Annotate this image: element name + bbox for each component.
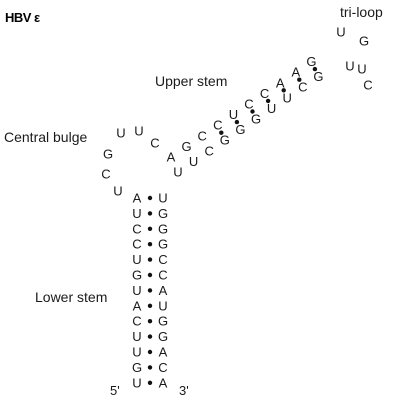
upper-stem-nt-left: U (229, 107, 238, 122)
three-prime-label: 3' (179, 383, 189, 398)
upper-stem-label: Upper stem (155, 73, 227, 89)
lower-stem-nt-left: C (132, 314, 141, 329)
lower-stem-nt-right: U (158, 298, 167, 313)
base-pair-dot (147, 319, 153, 324)
upper-stem-nt-right: U (173, 165, 182, 180)
base-pair-dot (147, 365, 153, 370)
lower-stem-nt-right: G (158, 329, 168, 344)
upper-stem-nt-right: C (205, 143, 214, 158)
base-pair-dot (147, 226, 153, 231)
tri-loop-label: tri-loop (340, 4, 383, 20)
upper-stem-nt-right: G (235, 122, 245, 137)
upper-stem-nt-left: A (167, 150, 176, 165)
base-pair-dot (219, 130, 224, 135)
base-pair-dot (147, 349, 153, 355)
bulge-nt: U (113, 184, 122, 199)
base-pair-dot (147, 334, 153, 339)
base-pair-dot (147, 211, 153, 216)
lower-stem-nt-left: C (132, 237, 141, 252)
upper-stem-nt-right: U (283, 90, 292, 105)
upper-right-nt: U (345, 59, 354, 74)
tri-loop-nt: U (336, 25, 345, 40)
upper-stem-nt-right: G (251, 112, 261, 127)
base-pair-dot (297, 77, 302, 82)
base-pair-dot (147, 288, 153, 293)
lower-stem-nt-left: C (132, 221, 141, 236)
upper-stem-nt-left: G (306, 54, 316, 69)
base-pair-dot (147, 242, 153, 247)
upper-stem-nt-left: C (260, 86, 269, 101)
five-prime-label: 5' (110, 383, 120, 398)
base-pair-dot (147, 272, 153, 278)
lower-stem-nt-right: C (158, 252, 167, 267)
lower-stem-nt-right: G (158, 221, 168, 236)
central-bulge-label: Central bulge (4, 129, 87, 145)
base-pair-dot (250, 109, 255, 114)
lower-stem-nt-left: A (133, 191, 142, 206)
base-pair-dot (312, 66, 318, 72)
lower-stem-nt-right: G (158, 314, 168, 329)
lower-stem-nt-left: U (132, 283, 141, 298)
upper-right-nt: C (363, 78, 372, 93)
lower-stem-nt-left: U (132, 206, 141, 221)
lower-stem-nt-left: U (132, 252, 141, 267)
base-pair-dot (234, 119, 240, 125)
figure-title: HBV ε (5, 10, 40, 25)
lower-stem-nt-right: A (159, 375, 168, 390)
upper-stem-nt-right: U (189, 154, 198, 169)
lower-stem-label: Lower stem (35, 289, 107, 305)
upper-stem-nt-right: G (220, 133, 230, 148)
base-pair-dot (147, 195, 153, 201)
bulge-nt: C (101, 167, 110, 182)
upper-stem-nt-right: U (267, 101, 276, 116)
upper-stem-nt-left: G (182, 139, 192, 154)
lower-stem-nt-left: G (132, 268, 142, 283)
lower-stem-nt-right: C (158, 360, 167, 375)
bulge-nt: G (103, 147, 113, 162)
lower-stem-nt-right: A (159, 345, 168, 360)
upper-stem-nt-left: C (198, 128, 207, 143)
lower-stem-nt-left: U (132, 375, 141, 390)
tri-loop-nt: G (359, 34, 369, 49)
upper-stem-nt-right: G (313, 69, 323, 84)
lower-stem-nt-right: U (158, 191, 167, 206)
bulge-nt: C (150, 136, 159, 151)
lower-stem-nt-right: G (158, 237, 168, 252)
base-pair-dot (147, 303, 153, 308)
bulge-nt: U (116, 126, 125, 141)
lower-stem-nt-left: A (133, 298, 142, 313)
bulge-nt: U (134, 124, 143, 139)
lower-stem-nt-left: G (132, 360, 142, 375)
upper-stem-nt-left: A (291, 65, 300, 80)
lower-stem-nt-right: G (158, 206, 168, 221)
upper-stem-nt-left: A (276, 75, 285, 90)
lower-stem-nt-left: U (132, 329, 141, 344)
base-pair-dot (281, 88, 286, 93)
lower-stem-nt-right: C (158, 268, 167, 283)
upper-stem-nt-left: C (244, 97, 253, 112)
base-pair-dot (147, 380, 153, 385)
upper-stem-nt-right: C (298, 80, 307, 95)
upper-stem-nt-left: C (213, 118, 222, 133)
lower-stem-nt-left: U (132, 345, 141, 360)
base-pair-dot (147, 257, 153, 262)
tri-loop-nt: U (357, 62, 366, 77)
lower-stem-nt-right: A (159, 283, 168, 298)
base-pair-dot (265, 98, 271, 104)
